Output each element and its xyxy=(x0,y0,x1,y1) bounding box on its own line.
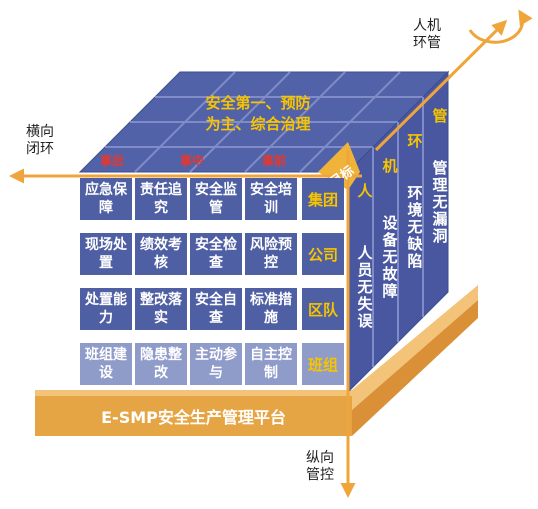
side-header: 环 xyxy=(407,132,423,150)
top-slogan: 安全第一、预防 为主、综合治理 xyxy=(178,92,338,134)
side-header: 管 xyxy=(432,107,448,125)
human-machine-line1: 人机 xyxy=(413,18,441,34)
front-cell: 整改落实 xyxy=(135,288,187,330)
front-cell-text: 自主控制 xyxy=(250,347,292,381)
top-slogan-line2: 为主、综合治理 xyxy=(205,115,311,133)
front-cell-text: 隐患整改 xyxy=(140,347,182,381)
phase-after: 事后 xyxy=(100,154,125,168)
vertical-control-label: 纵向 管控 xyxy=(306,450,334,484)
level-label: 集团 xyxy=(302,178,344,220)
human-machine-label: 人机 环管 xyxy=(413,18,441,52)
front-cell-text: 责任追究 xyxy=(140,182,182,216)
front-cell: 隐患整改 xyxy=(135,343,187,385)
phase-during: 事中 xyxy=(180,154,205,168)
front-cell-text: 班组建设 xyxy=(85,347,127,381)
side-column-text: 管理无漏洞 xyxy=(432,159,448,245)
front-cell: 班组建设 xyxy=(80,343,132,385)
side-grid xyxy=(372,97,424,367)
front-cell: 主动参与 xyxy=(190,343,242,385)
top-slogan-line1: 安全第一、预防 xyxy=(205,94,311,112)
front-cell: 自主控制 xyxy=(245,343,297,385)
side-header: 人 xyxy=(357,182,373,200)
rotation-arc xyxy=(468,9,533,44)
front-cell-text: 安全自查 xyxy=(195,292,237,326)
horizontal-label-line2: 闭环 xyxy=(26,141,54,157)
front-cell-text: 绩效考核 xyxy=(140,237,182,271)
top-grid xyxy=(105,71,423,173)
side-header: 机 xyxy=(382,157,398,175)
platform-top xyxy=(35,285,478,410)
platform-side xyxy=(352,300,478,436)
front-cell: 安全监管 xyxy=(190,178,242,220)
side-column-text: 设备无故障 xyxy=(382,214,398,300)
side-column-text: 人员无失误 xyxy=(357,244,373,330)
level-label: 公司 xyxy=(302,233,344,275)
diagonal-arrow xyxy=(374,19,508,152)
platform-front xyxy=(35,396,352,436)
phase-before: 事前 xyxy=(262,154,287,168)
front-cell: 处置能力 xyxy=(80,288,132,330)
front-cell-text: 处置能力 xyxy=(85,292,127,326)
front-cell: 安全培训 xyxy=(245,178,297,220)
front-cell-text: 主动参与 xyxy=(195,347,237,381)
front-cell-text: 风险预控 xyxy=(250,237,292,271)
front-cell: 现场处置 xyxy=(80,233,132,275)
platform-label: E-SMP安全生产管理平台 xyxy=(101,408,286,427)
level-label: 区队 xyxy=(302,288,344,330)
front-cell-text: 安全培训 xyxy=(250,182,292,216)
front-cell-text: 标准措施 xyxy=(250,292,292,326)
front-cell: 应急保障 xyxy=(80,178,132,220)
front-cell-text: 整改落实 xyxy=(140,292,182,326)
vertical-label-line1: 纵向 xyxy=(306,450,334,466)
front-cell: 责任追究 xyxy=(135,178,187,220)
front-cell-text: 应急保障 xyxy=(85,182,127,216)
front-cell-text: 安全监管 xyxy=(195,182,237,216)
front-cell: 风险预控 xyxy=(245,233,297,275)
horizontal-label-line1: 横向 xyxy=(26,124,54,140)
front-cell-text: 现场处置 xyxy=(85,237,127,271)
front-cell: 安全自查 xyxy=(190,288,242,330)
front-cell: 标准措施 xyxy=(245,288,297,330)
vertical-label-line2: 管控 xyxy=(306,467,334,483)
human-machine-line2: 环管 xyxy=(413,35,441,51)
front-cell-text: 安全检查 xyxy=(195,237,237,271)
side-column-text: 环境无缺陷 xyxy=(407,184,423,270)
front-cell: 绩效考核 xyxy=(135,233,187,275)
horizontal-loop-label: 横向 闭环 xyxy=(26,124,54,158)
level-label: 班组 xyxy=(302,343,344,385)
front-cell: 安全检查 xyxy=(190,233,242,275)
